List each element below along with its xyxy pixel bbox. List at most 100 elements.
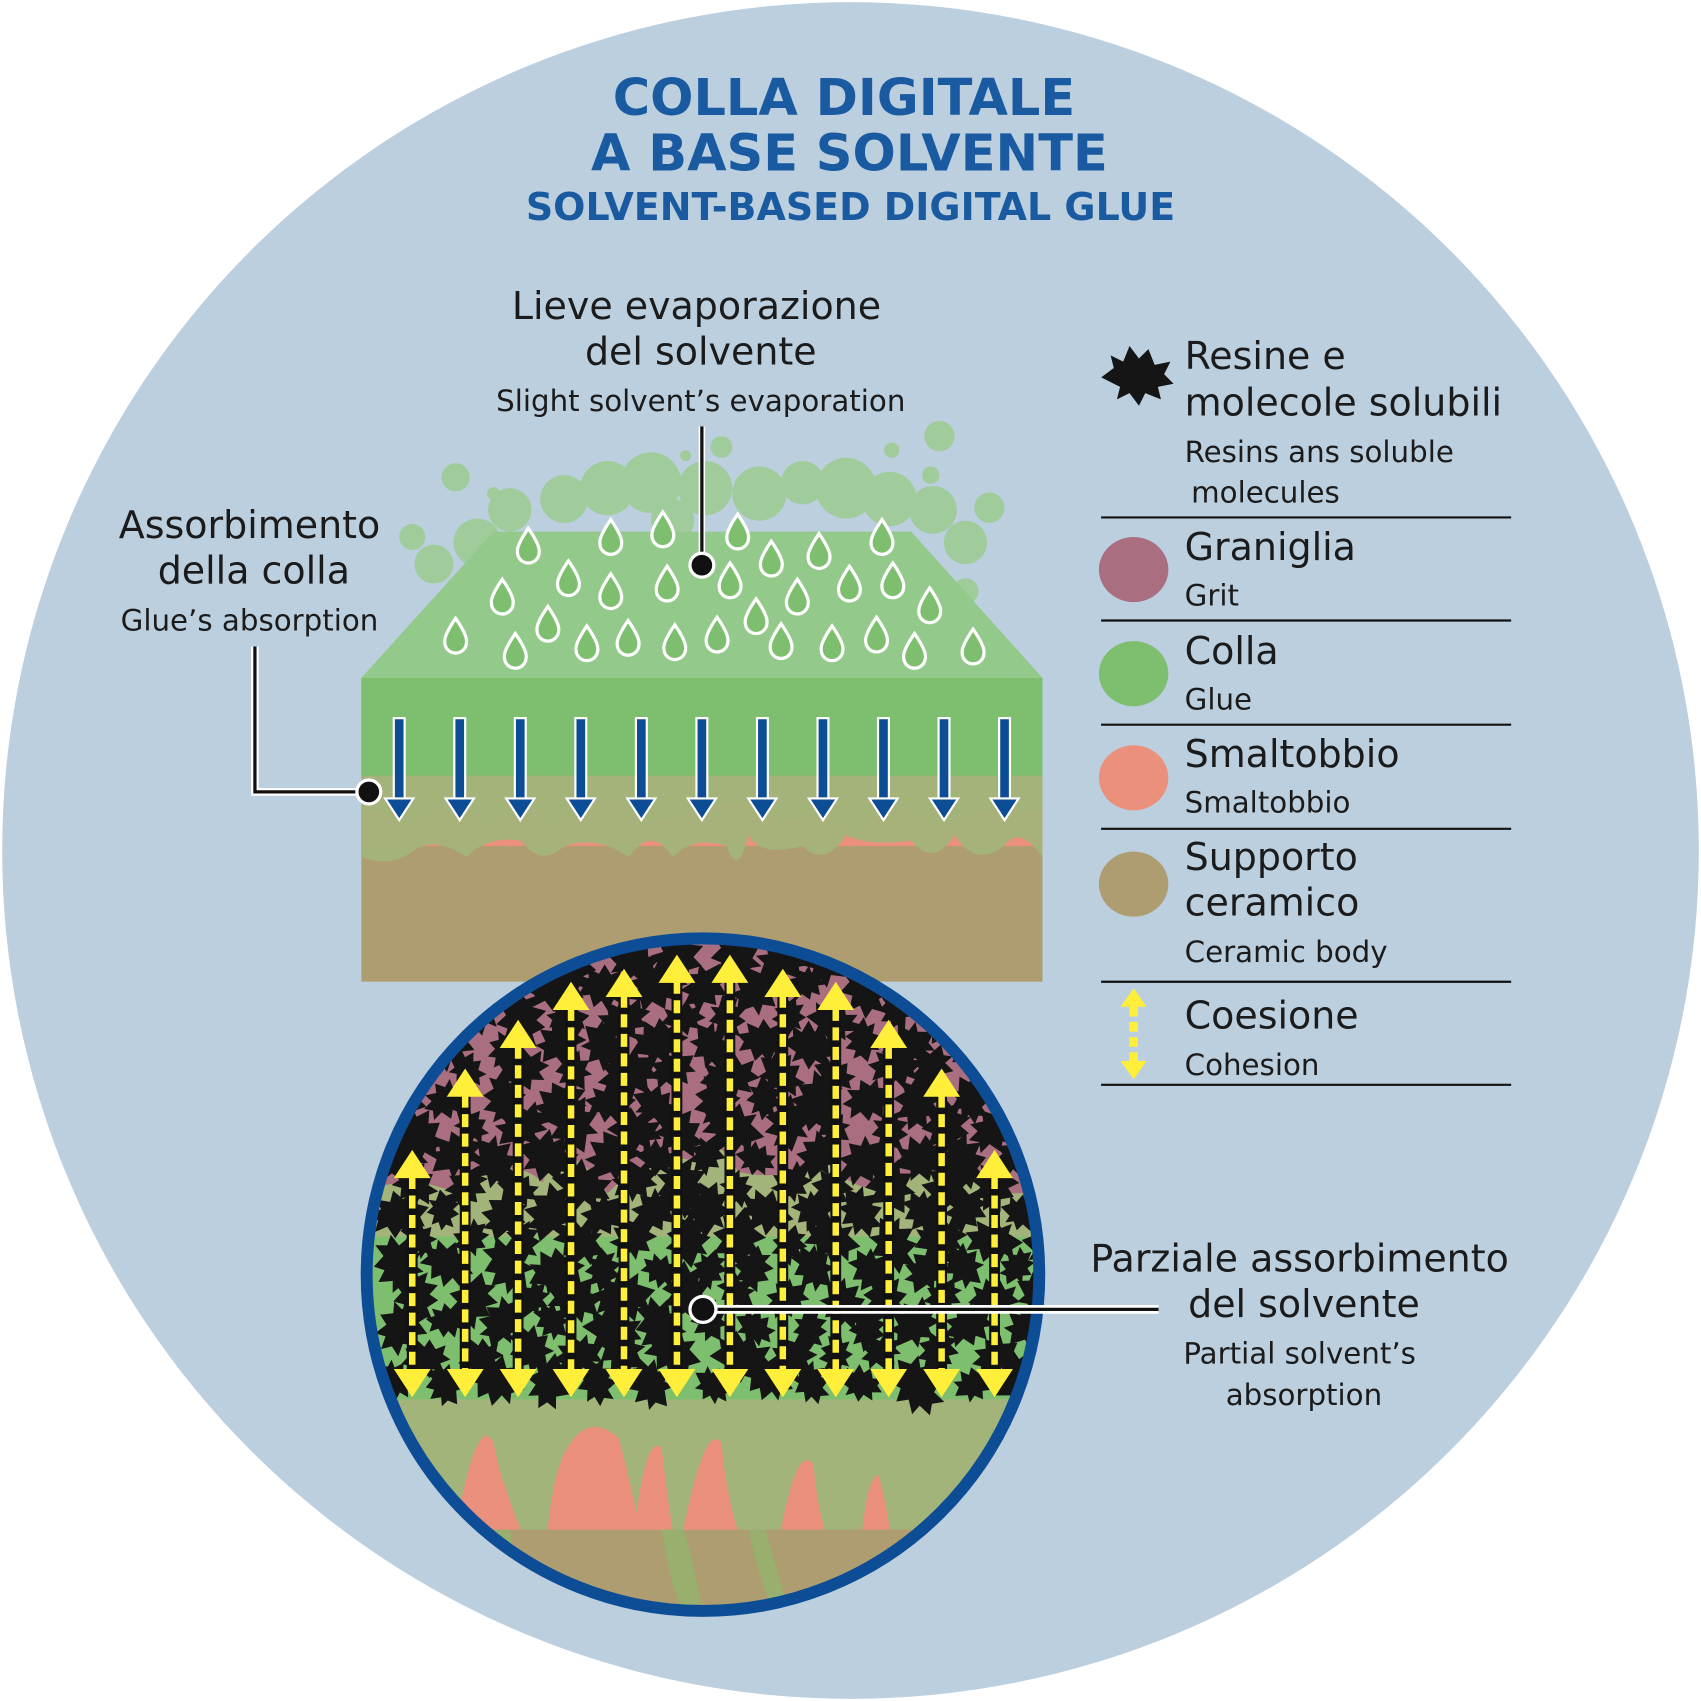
callout-evaporation: Lieve evaporazione del solvente Slight s…: [496, 284, 905, 579]
vapor-bubble: [540, 475, 588, 523]
callout-partial-en-1: Partial solvent’s: [1183, 1337, 1416, 1371]
vapor-bubble: [909, 486, 957, 534]
legend-item-cohesion: Coesione Cohesion: [1120, 988, 1359, 1082]
cohesion-arrow-up-head: [393, 1149, 431, 1179]
absorption-arrow-head: [867, 797, 900, 823]
title-line-1: COLLA DIGITALE: [613, 69, 1076, 128]
legend-item-ceramic: Supporto ceramico Ceramic body: [1098, 835, 1388, 969]
glue-droplet: [784, 576, 810, 616]
legend-ceramic-en: Ceramic body: [1185, 935, 1388, 969]
title-subtitle: SOLVENT-BASED DIGITAL GLUE: [526, 185, 1175, 229]
vapor-bubble: [399, 523, 426, 551]
glue-droplet: [654, 563, 680, 603]
smaltobbio-swatch-icon: [1098, 745, 1169, 811]
legend-cohesion-en: Cohesion: [1185, 1048, 1320, 1082]
legend-smaltobbio-en: Smaltobbio: [1185, 786, 1351, 820]
vapor-bubble: [441, 463, 470, 492]
leader-dot: [355, 778, 383, 806]
glue-droplet: [662, 621, 688, 662]
legend-smaltobbio-it: Smaltobbio: [1185, 732, 1400, 776]
absorption-arrow-head: [806, 797, 840, 823]
callout-evaporation-it-2: del solvente: [585, 330, 817, 374]
glue-droplet: [901, 630, 928, 670]
vapor-bubble: [580, 461, 635, 516]
leader-dot: [688, 1294, 718, 1325]
legend-glue-en: Glue: [1185, 682, 1252, 716]
glue-droplet: [574, 623, 600, 663]
glue-droplet: [819, 623, 845, 663]
glue-droplet: [598, 516, 624, 556]
glue-droplet: [758, 538, 784, 578]
legend-resins-en-2: molecules: [1191, 475, 1340, 509]
vapor-bubble: [710, 436, 733, 458]
magnifier-rim: [360, 932, 1046, 1617]
absorption-arrow-shaft: [695, 717, 709, 802]
cohesion-arrow-up-head: [870, 1019, 908, 1048]
glue-droplet: [598, 570, 624, 611]
legend-item-smaltobbio: Smaltobbio Smaltobbio: [1098, 732, 1400, 820]
title-line-2: A BASE SOLVENTE: [591, 124, 1108, 183]
vapor-bubble: [922, 466, 940, 484]
callout-absorption-en: Glue’s absorption: [121, 603, 379, 637]
vapor-bubble: [488, 488, 532, 532]
cohesion-arrow-up-head: [605, 968, 643, 997]
cohesion-arrow-down-head: [499, 1369, 537, 1398]
absorption-arrow-shaft: [998, 717, 1012, 802]
cohesion-arrow-down-head: [764, 1369, 802, 1398]
glue-droplet: [863, 614, 890, 654]
glue-droplet: [768, 620, 794, 661]
glue-droplet: [869, 516, 895, 556]
legend-resins-it-2: molecole solubili: [1185, 380, 1502, 424]
absorption-arrow-shaft: [876, 717, 890, 802]
cohesion-arrow-up-head: [552, 981, 590, 1010]
absorption-arrow-shaft: [574, 717, 588, 802]
title-block: COLLA DIGITALE A BASE SOLVENTE SOLVENT-B…: [526, 69, 1175, 229]
glue-swatch-icon: [1098, 641, 1169, 707]
glue-droplet: [917, 585, 943, 625]
cohesion-arrow-down-head: [658, 1369, 696, 1398]
leader-dot: [688, 551, 716, 579]
legend-item-resins: Resine e molecole solubili Resins ans so…: [1101, 334, 1502, 509]
legend-resins-it-1: Resine e: [1185, 334, 1346, 378]
cohesion-arrow-up-head: [976, 1149, 1014, 1179]
vapor-bubble: [680, 450, 692, 462]
vapor-bubble: [781, 461, 825, 505]
glue-droplet: [743, 595, 769, 636]
legend-ceramic-it-1: Supporto: [1185, 835, 1358, 879]
absorption-arrow-shaft: [453, 717, 467, 802]
leader-line: [253, 646, 367, 794]
absorption-arrow-shaft: [634, 717, 648, 802]
glue-droplet: [704, 614, 730, 654]
vapor-bubble: [815, 457, 877, 519]
callout-partial-absorption: Parziale assorbimento del solvente Parti…: [688, 1236, 1509, 1412]
callout-absorption-it-1: Assorbimento: [119, 503, 380, 547]
cohesion-arrow-down-head: [817, 1369, 855, 1398]
legend-item-grit: Graniglia Grit: [1098, 525, 1356, 612]
vapor-bubble: [620, 452, 682, 514]
legend-item-glue: Colla Glue: [1098, 629, 1279, 716]
absorption-arrow-shaft: [755, 717, 769, 802]
cohesion-arrow-down-head: [393, 1369, 431, 1398]
glue-droplet: [717, 560, 743, 600]
absorption-arrow-head: [746, 797, 779, 823]
absorption-arrow-shaft: [937, 717, 951, 802]
absorption-arrow-head: [504, 797, 537, 823]
callout-absorption-it-2: della colla: [158, 549, 350, 593]
callout-evaporation-en: Slight solvent’s evaporation: [496, 384, 905, 418]
cohesion-arrow-up-head: [764, 968, 802, 997]
cohesion-arrow-down-head: [552, 1369, 590, 1398]
absorption-arrow-shaft: [392, 717, 406, 802]
glue-droplet: [836, 563, 862, 603]
absorption-arrow-head: [685, 797, 718, 823]
cohesion-double-arrow-icon: [1120, 988, 1147, 1080]
vapor-bubble: [943, 520, 988, 565]
absorption-arrow-head: [625, 797, 658, 823]
legend: Resine e molecole solubili Resins ans so…: [1098, 334, 1512, 1086]
cohesion-arrow-up-head: [817, 981, 855, 1010]
absorption-arrow-head: [988, 797, 1021, 823]
glue-droplet: [960, 626, 986, 666]
absorption-arrow-head: [564, 797, 597, 823]
legend-ceramic-it-2: ceramico: [1185, 881, 1360, 925]
glue-droplet: [555, 557, 581, 598]
